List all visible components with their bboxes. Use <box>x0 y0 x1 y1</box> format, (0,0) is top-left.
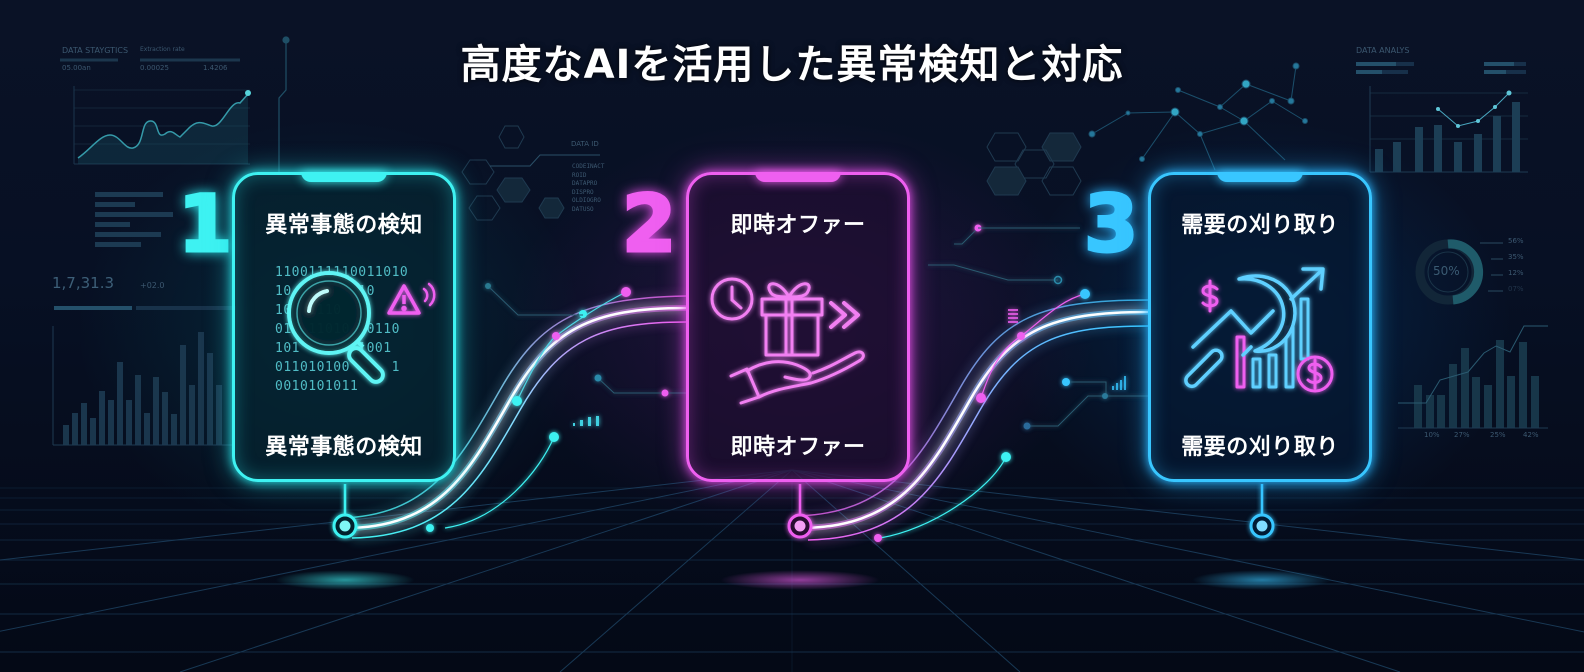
double-chevron-right-icon <box>829 301 860 329</box>
donut-center-value: 50% <box>1433 264 1460 278</box>
dollar-coin-icon <box>1296 355 1334 393</box>
card-notch <box>755 172 841 182</box>
step-card-instant-offer: 即時オファー <box>686 172 910 482</box>
right-panel-heading: DATA ANALYS <box>1356 46 1410 55</box>
left-line-chart <box>60 58 251 165</box>
step-title-top: 需要の刈り取り <box>1181 213 1339 238</box>
right-xtick-2: 27% <box>1454 431 1470 439</box>
left-panel-value-3: 1.4206 <box>203 64 228 72</box>
connector-wave-2-nodes <box>874 224 1148 542</box>
stem-node-3 <box>1249 484 1275 539</box>
left-panel-subheading: Extraction rate <box>140 46 185 53</box>
right-xtick-3: 25% <box>1490 431 1506 439</box>
donut-legend-3: 12% <box>1508 269 1524 277</box>
right-xtick-1: 10% <box>1424 431 1440 439</box>
network-nodes <box>1088 62 1308 171</box>
step-title-bottom: 異常事態の検知 <box>265 435 423 460</box>
anomaly-icon-group <box>287 271 436 384</box>
right-bar-chart <box>1356 62 1528 173</box>
dollar-sign-icon <box>1201 279 1219 313</box>
right-lower-bars <box>1398 325 1548 429</box>
card-notch <box>1217 172 1303 182</box>
open-hand-icon <box>729 350 865 405</box>
sickle-icon <box>1184 274 1297 389</box>
left-panel-big-value: 1,7,31.3 <box>52 274 115 292</box>
hexagons-right <box>986 132 1082 196</box>
step-title-bottom: 需要の刈り取り <box>1181 435 1339 460</box>
step-card-demand-capture: 需要の刈り取り <box>1148 172 1372 482</box>
page-title: 高度なAIを活用した異常検知と対応 <box>460 42 1124 88</box>
right-xtick-4: 42% <box>1523 431 1539 439</box>
donut-legend-2: 35% <box>1508 253 1524 261</box>
center-panel-heading: DATA ID <box>571 140 599 148</box>
step-number-3: 3 <box>1082 180 1139 270</box>
center-panel-lines: CODEINACT ROID DATAPRO DISPRO OLDIOGRO D… <box>572 163 605 213</box>
card-notch <box>301 172 387 182</box>
left-panel-value-2: 0.00025 <box>140 64 169 72</box>
connector-wave-1-nodes <box>426 283 686 532</box>
step-number-1: 1 <box>176 180 233 270</box>
trend-up-arrow-icon <box>1191 267 1325 349</box>
donut-legend-1: 56% <box>1508 237 1524 245</box>
left-hbars <box>95 192 173 247</box>
clock-icon <box>710 277 754 321</box>
stem-node-2 <box>787 484 813 539</box>
step-card-anomaly-detection: 異常事態の検知 1100111110011010 10 10 10 1110 0… <box>232 172 456 482</box>
step-title-top: 異常事態の検知 <box>265 213 423 238</box>
left-panel-small-value: +02.0 <box>140 281 165 290</box>
magnifier-icon <box>287 271 385 384</box>
gift-icon <box>760 282 824 357</box>
left-bar-chart <box>52 326 232 446</box>
signal-waves-icon <box>422 282 436 307</box>
step-title-top: 即時オファー <box>730 213 866 238</box>
demand-icon-group <box>1184 267 1334 393</box>
connector-wave-2 <box>794 299 1149 541</box>
donut-legend-4: 07% <box>1508 285 1524 293</box>
left-panel-heading: DATA STAYGTICS <box>62 46 129 55</box>
right-donut-chart <box>1415 239 1503 305</box>
offer-icon-group <box>710 277 865 405</box>
left-panel-value-1: 05.00an <box>62 64 91 72</box>
hexagons-left <box>461 125 600 221</box>
step-title-bottom: 即時オファー <box>730 435 866 460</box>
step-number-2: 2 <box>620 180 677 270</box>
stem-node-1 <box>332 484 358 539</box>
warning-triangle-icon <box>387 284 421 315</box>
